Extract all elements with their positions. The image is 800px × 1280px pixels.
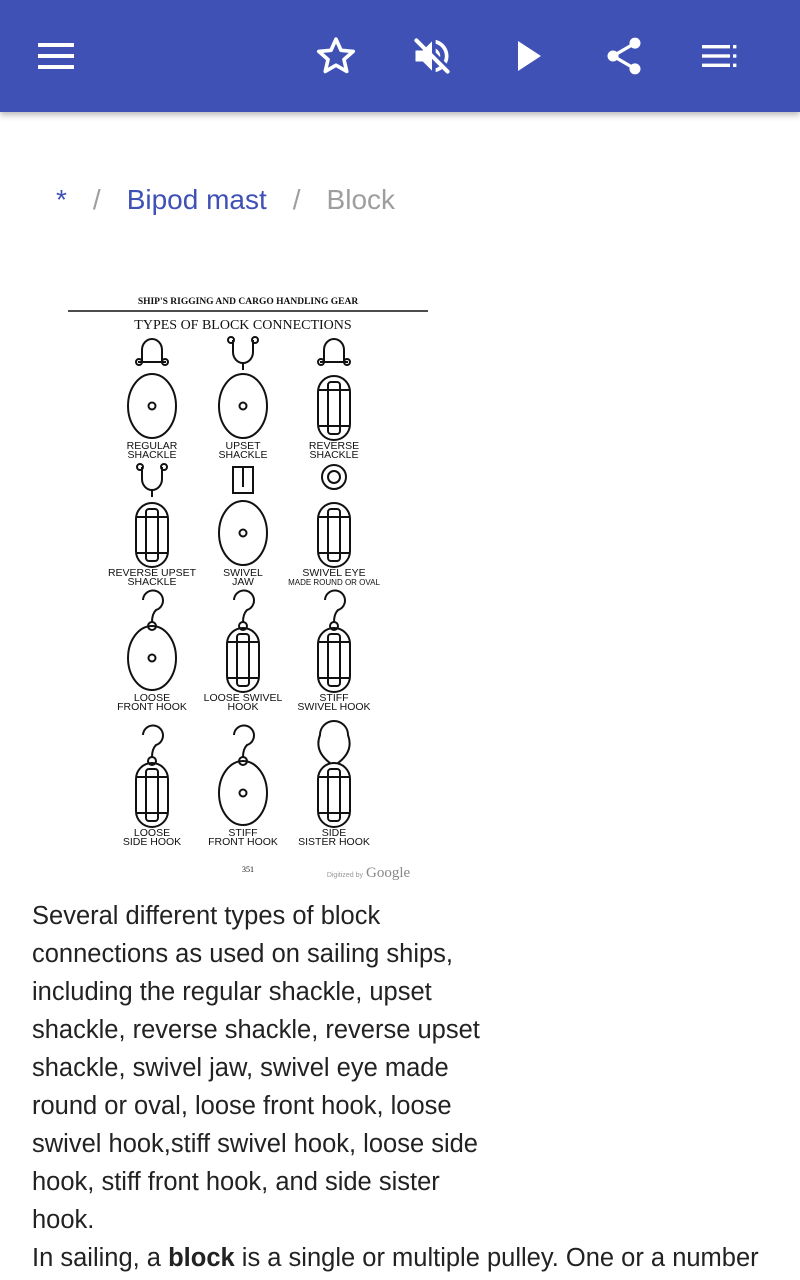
term-block: block bbox=[168, 1244, 235, 1272]
menu-button[interactable] bbox=[24, 24, 88, 88]
block-label: REVERSE bbox=[309, 440, 359, 452]
share-button[interactable] bbox=[592, 24, 656, 88]
block-label: JAW bbox=[232, 576, 254, 588]
play-icon bbox=[518, 41, 541, 71]
favorite-button[interactable] bbox=[304, 24, 368, 88]
star-outline-icon bbox=[316, 37, 356, 74]
paragraph-text: In sailing, a bbox=[32, 1244, 169, 1272]
share-icon bbox=[607, 37, 641, 75]
block-label: SISTER HOOK bbox=[298, 836, 370, 848]
breadcrumb: * / Bipod mast / Block bbox=[56, 178, 395, 222]
block-connections-illustration: SHIP'S RIGGING AND CARGO HANDLING GEAR T… bbox=[68, 297, 428, 881]
block-label: SWIVEL EYE bbox=[302, 567, 365, 579]
article-paragraph: In sailing, a block is a single or multi… bbox=[32, 1239, 792, 1277]
breadcrumb-separator: / bbox=[292, 184, 301, 215]
volume-off-icon bbox=[414, 38, 450, 74]
block-label: HOOK bbox=[228, 701, 259, 713]
google-watermark: Google bbox=[366, 865, 411, 881]
breadcrumb-root-link[interactable]: * bbox=[56, 184, 67, 215]
mute-button[interactable] bbox=[400, 24, 464, 88]
block-label: SWIVEL HOOK bbox=[297, 701, 370, 713]
block-label: REGULAR bbox=[127, 440, 178, 452]
block-label: LOOSE SWIVEL bbox=[204, 692, 283, 704]
block-label: SHACKLE bbox=[309, 449, 358, 461]
figure-page-number: 351 bbox=[242, 865, 254, 874]
block-label: FRONT HOOK bbox=[117, 701, 187, 713]
block-label: STIFF bbox=[228, 827, 257, 839]
play-button[interactable] bbox=[496, 24, 560, 88]
block-label: LOOSE bbox=[134, 827, 170, 839]
block-label: REVERSE UPSET bbox=[108, 567, 197, 579]
block-connections-figure[interactable]: SHIP'S RIGGING AND CARGO HANDLING GEAR T… bbox=[56, 268, 446, 888]
block-label: MADE ROUND OR OVAL bbox=[288, 578, 380, 587]
digitized-by-label: Digitized by bbox=[327, 872, 364, 879]
block-label: UPSET bbox=[225, 440, 261, 452]
block-label: SIDE HOOK bbox=[123, 836, 181, 848]
figure-title: TYPES OF BLOCK CONNECTIONS bbox=[134, 318, 351, 333]
block-label: SWIVEL bbox=[223, 567, 263, 579]
block-label: SHACKLE bbox=[218, 449, 267, 461]
block-label: FRONT HOOK bbox=[208, 836, 278, 848]
paragraph-text: is a single or multiple pulley. One or a… bbox=[234, 1244, 759, 1272]
app-bar bbox=[0, 0, 800, 112]
breadcrumb-separator: / bbox=[92, 184, 101, 215]
contents-button[interactable] bbox=[688, 24, 752, 88]
breadcrumb-parent-link[interactable]: Bipod mast bbox=[126, 184, 267, 215]
figure-header: SHIP'S RIGGING AND CARGO HANDLING GEAR bbox=[138, 297, 359, 307]
block-label: STIFF bbox=[319, 692, 348, 704]
figure-caption: Several different types of block connect… bbox=[32, 902, 480, 1234]
block-label: SIDE bbox=[322, 827, 347, 839]
table-of-contents-icon bbox=[702, 45, 737, 67]
hamburger-menu-icon bbox=[38, 43, 74, 69]
block-label: SHACKLE bbox=[127, 449, 176, 461]
block-label: SHACKLE bbox=[127, 576, 176, 588]
block-label: LOOSE bbox=[134, 692, 170, 704]
breadcrumb-current: Block bbox=[326, 184, 396, 215]
